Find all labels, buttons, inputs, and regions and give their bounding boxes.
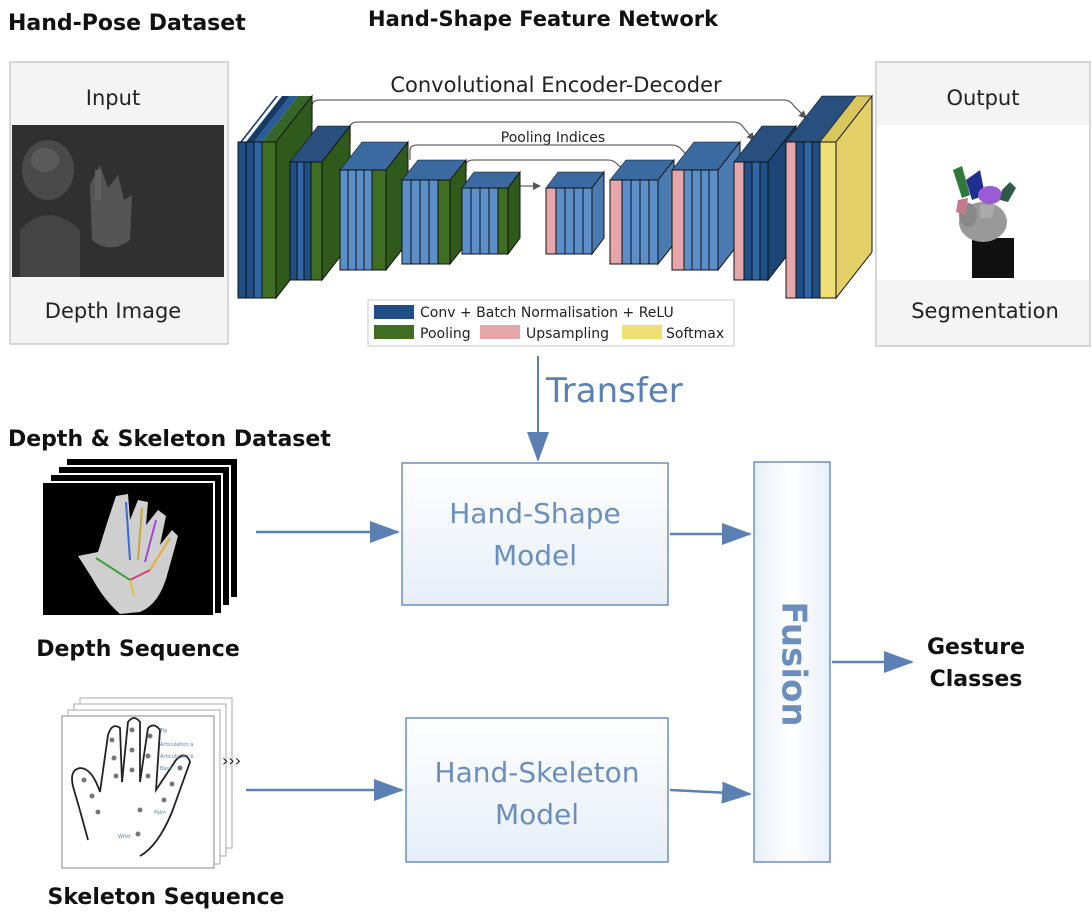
decoder-block-2 (609, 158, 675, 266)
segmentation-label: Segmentation (911, 299, 1059, 323)
hand-skeleton-model-line2: Model (495, 798, 579, 831)
skeleton-annotation-wrist: Wrist (118, 834, 131, 840)
depth-image (12, 125, 224, 277)
legend-swatch-softmax (622, 325, 662, 339)
encoder-decoder-label: Convolutional Encoder-Decoder (390, 73, 722, 97)
legend-label-softmax: Softmax (666, 326, 724, 342)
skeleton-hand-drawing (71, 717, 191, 857)
skip-connection-4 (465, 159, 629, 173)
legend-label-upsampling: Upsampling (526, 326, 609, 342)
skip-connection-3 (409, 144, 693, 161)
gesture-classes-line1: Gesture (927, 635, 1025, 660)
legend-swatch-conv (374, 305, 414, 319)
depth-hand-image (78, 494, 178, 614)
encoder-decoder-network: Convolutional Encoder-Decoder Pooling In… (237, 73, 873, 347)
skeleton-annotation-palm: Palm (154, 810, 166, 816)
skeleton-sequence-stack: ››› Tip Articulation a Articulation b Ba… (61, 697, 241, 869)
transfer-label: Transfer (545, 371, 683, 411)
gesture-classes-line2: Classes (930, 667, 1023, 692)
skeleton-annotation-articulation-a: Articulation a (160, 742, 193, 748)
depth-sequence-label: Depth Sequence (36, 637, 240, 662)
skeleton-annotation-base: Base (160, 766, 172, 772)
network-title: Hand-Shape Feature Network (368, 7, 719, 31)
decoder-block-1 (545, 170, 605, 256)
pooling-indices-label: Pooling Indices (501, 130, 605, 146)
depth-skeleton-dataset-title: Depth & Skeleton Dataset (8, 427, 331, 452)
output-label: Output (947, 86, 1020, 110)
legend-label-pooling: Pooling (420, 326, 471, 342)
legend: Conv + Batch Normalisation + ReLU Poolin… (367, 299, 735, 347)
decoder-block-5 (785, 94, 873, 300)
hand-skeleton-to-fusion-arrow (669, 781, 752, 804)
skeleton-more-indicator: ››› (222, 751, 241, 770)
depth-image-label: Depth Image (45, 299, 181, 323)
hand-skeleton-model-line1: Hand-Skeleton (435, 756, 640, 789)
decoder-block-3 (671, 140, 741, 272)
legend-label-conv: Conv + Batch Normalisation + ReLU (420, 305, 674, 321)
hand-pose-dataset-title: Hand-Pose Dataset (8, 11, 246, 36)
fusion-label: Fusion (774, 601, 814, 726)
skeleton-sequence-label: Skeleton Sequence (48, 885, 285, 910)
segmentation-image (953, 166, 1016, 278)
depth-sequence-stack (41, 457, 239, 617)
fusion-box: Fusion (753, 461, 831, 863)
hand-shape-model-line2: Model (493, 539, 577, 572)
hand-skeleton-model-box: Hand-Skeleton Model (405, 717, 669, 863)
skeleton-joints (81, 727, 183, 837)
output-panel: Output Segmentation (875, 61, 1091, 347)
hand-shape-model-box: Hand-Shape Model (401, 462, 669, 606)
hand-shape-model-line1: Hand-Shape (449, 497, 621, 530)
encoder-block-3 (339, 140, 409, 272)
skip-connection-1 (311, 99, 807, 122)
encoder-block-5 (461, 170, 521, 256)
input-panel: Input Depth Image (9, 61, 229, 345)
skeleton-annotation-articulation-b: Articulation b (160, 754, 194, 760)
legend-swatch-pooling (374, 325, 414, 339)
encoder-block-4 (401, 158, 467, 266)
legend-swatch-upsampling (480, 325, 520, 339)
input-label: Input (86, 86, 140, 110)
skeleton-annotation-tip: Tip (159, 728, 167, 734)
